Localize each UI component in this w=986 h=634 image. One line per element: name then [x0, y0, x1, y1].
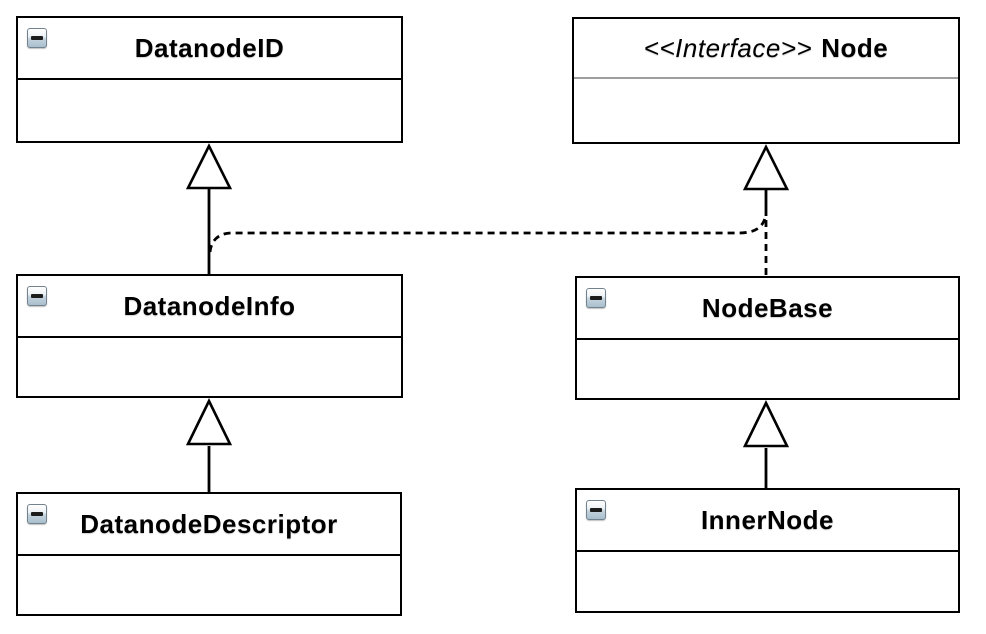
- collapse-minus-icon[interactable]: [27, 28, 47, 48]
- class-title-bar: DatanodeDescriptor: [18, 494, 400, 556]
- class-box-nodebase[interactable]: NodeBase: [575, 276, 960, 400]
- connector-generalization-innernode-to-nodebase: [742, 400, 790, 488]
- collapse-minus-icon[interactable]: [27, 286, 47, 306]
- attributes-compartment: [18, 338, 401, 396]
- class-title-bar: DatanodeID: [18, 18, 401, 80]
- connector-realization-datanodeinfo-to-node: [208, 217, 767, 253]
- collapse-minus-icon[interactable]: [586, 500, 606, 520]
- class-box-datanodeinfo[interactable]: DatanodeInfo: [16, 274, 403, 398]
- class-name: DatanodeID: [134, 32, 285, 63]
- class-title-bar: InnerNode: [577, 490, 958, 552]
- attributes-compartment: [574, 79, 958, 140]
- attributes-compartment: [577, 340, 958, 398]
- class-name: DatanodeInfo: [123, 290, 296, 321]
- class-name: InnerNode: [700, 504, 835, 535]
- collapse-minus-icon[interactable]: [27, 504, 47, 524]
- minus-glyph: [31, 512, 43, 516]
- class-box-innernode[interactable]: InnerNode: [575, 488, 960, 613]
- hollow-triangle-arrowhead: [742, 144, 790, 191]
- class-title-bar: DatanodeInfo: [18, 276, 401, 338]
- class-box-datanodeid[interactable]: DatanodeID: [16, 16, 403, 143]
- hollow-triangle-arrowhead: [185, 398, 233, 446]
- connector-generalization-datanodeinfo-to-datanodeid: [185, 143, 233, 274]
- class-box-datanodedescriptor[interactable]: DatanodeDescriptor: [16, 492, 402, 616]
- minus-glyph: [31, 294, 43, 298]
- interface-stereotype-label: <<Interface>>: [643, 32, 813, 63]
- minus-glyph: [590, 508, 602, 512]
- class-name: Node: [821, 32, 889, 63]
- class-title-bar: NodeBase: [577, 278, 958, 340]
- class-box-node-interface[interactable]: <<Interface>> Node: [572, 17, 960, 144]
- class-name: DatanodeDescriptor: [80, 508, 338, 539]
- connector-generalization-datanodedescriptor-to-datanodeinfo: [185, 398, 233, 492]
- attributes-compartment: [577, 552, 958, 611]
- attributes-compartment: [18, 556, 400, 614]
- hollow-triangle-arrowhead: [742, 400, 790, 448]
- class-name: NodeBase: [701, 292, 834, 323]
- collapse-minus-icon[interactable]: [586, 288, 606, 308]
- hollow-triangle-arrowhead: [185, 143, 233, 190]
- connector-realization-nodebase-to-node: [742, 144, 790, 276]
- minus-glyph: [31, 36, 43, 40]
- minus-glyph: [590, 296, 602, 300]
- attributes-compartment: [18, 80, 401, 141]
- class-title-bar: <<Interface>> Node: [574, 19, 958, 79]
